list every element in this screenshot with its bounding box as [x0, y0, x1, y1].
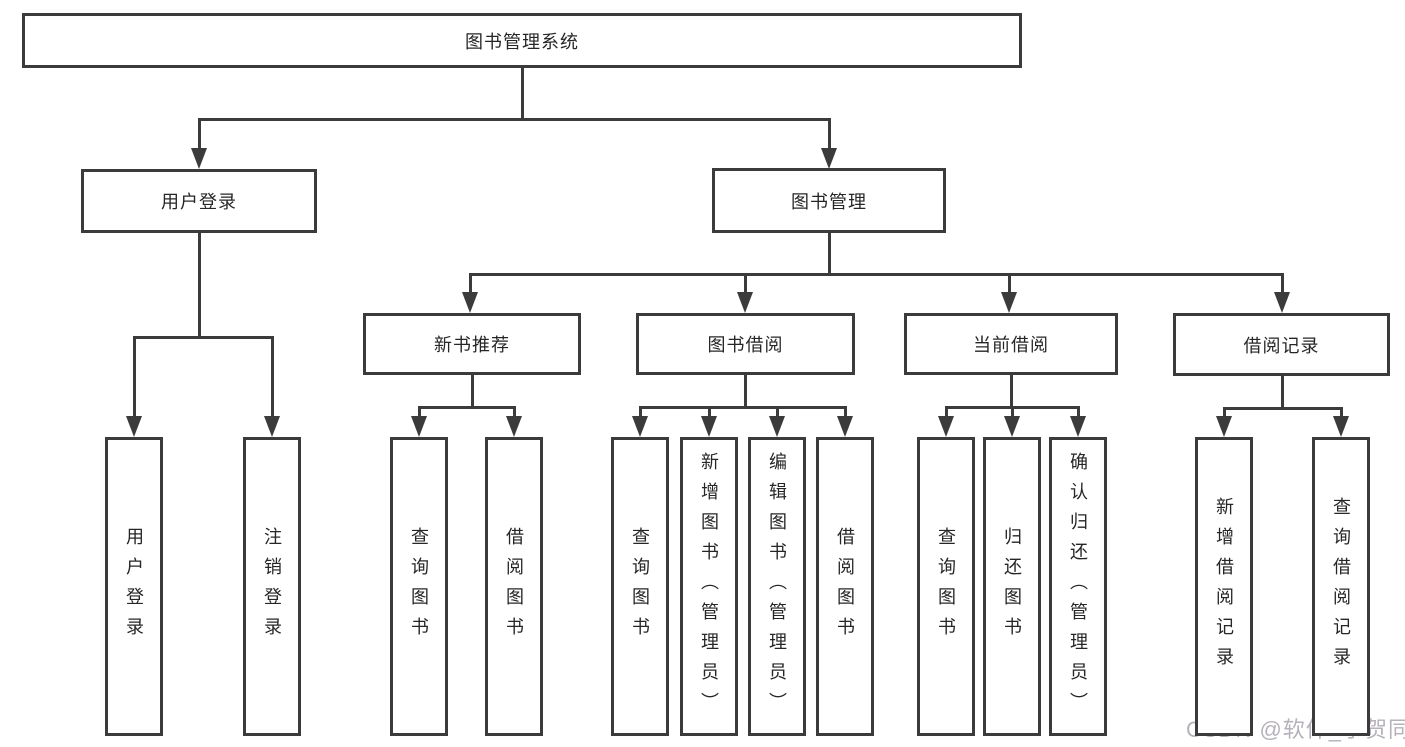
connector-drop-book-mgmt-3 [1280, 273, 1284, 296]
connector-drop-user-login-1 [270, 336, 274, 420]
node-new-book-rec: 新书推荐 [363, 313, 581, 375]
connector-stem-book-borrow [743, 375, 747, 409]
node-leaf-user-login: 用户登录 [105, 437, 163, 736]
node-leaf-query-book-1: 查询图书 [390, 437, 448, 736]
node-borrow-records: 借阅记录 [1173, 313, 1390, 376]
connector-drop-new-book-rec-0 [417, 406, 421, 420]
connector-stem-new-book-rec [470, 375, 474, 409]
arrow-down-icon [769, 416, 785, 437]
connector-drop-borrow-records-1 [1339, 407, 1343, 420]
node-current-borrow: 当前借阅 [904, 313, 1118, 375]
connector-stem-root [520, 68, 524, 121]
connector-drop-current-borrow-2 [1076, 406, 1080, 420]
arrow-down-icon [506, 416, 522, 437]
node-leaf-edit-book: 编辑图书（管理员） [748, 437, 806, 736]
arrow-down-icon [411, 416, 427, 437]
node-leaf-borrow-book-1: 借阅图书 [485, 437, 543, 736]
node-leaf-query-book-2: 查询图书 [611, 437, 669, 736]
arrow-down-icon [837, 416, 853, 437]
node-book-borrow: 图书借阅 [636, 313, 855, 375]
connector-drop-book-borrow-1 [707, 406, 711, 420]
arrow-down-icon [1001, 292, 1017, 313]
arrow-down-icon [1216, 416, 1232, 437]
connector-bar-user-login [132, 336, 274, 339]
arrow-down-icon [701, 416, 717, 437]
node-leaf-query-book-3: 查询图书 [917, 437, 975, 736]
connector-stem-book-mgmt [827, 233, 831, 276]
node-leaf-confirm-return: 确认归还（管理员） [1049, 437, 1107, 736]
connector-bar-borrow-records [1222, 407, 1343, 410]
connector-stem-user-login [197, 233, 201, 339]
arrow-down-icon [1004, 416, 1020, 437]
arrow-down-icon [737, 292, 753, 313]
connector-drop-current-borrow-1 [1010, 406, 1014, 420]
node-leaf-borrow-book-2: 借阅图书 [816, 437, 874, 736]
connector-drop-book-borrow-3 [843, 406, 847, 420]
connector-drop-book-mgmt-0 [468, 273, 472, 296]
arrow-down-icon [126, 416, 142, 437]
node-user-login: 用户登录 [81, 169, 317, 233]
connector-drop-book-borrow-0 [638, 406, 642, 420]
connector-drop-new-book-rec-1 [512, 406, 516, 420]
connector-stem-current-borrow [1009, 375, 1013, 409]
node-leaf-add-book: 新增图书（管理员） [680, 437, 738, 736]
arrow-down-icon [1070, 416, 1086, 437]
node-root: 图书管理系统 [22, 13, 1022, 68]
arrow-down-icon [632, 416, 648, 437]
arrow-down-icon [821, 148, 837, 169]
arrow-down-icon [191, 148, 207, 169]
connector-stem-borrow-records [1280, 376, 1284, 410]
node-leaf-return-book: 归还图书 [983, 437, 1041, 736]
connector-drop-book-mgmt-1 [743, 273, 747, 296]
node-leaf-query-borrow-record: 查询借阅记录 [1312, 437, 1370, 736]
arrow-down-icon [462, 292, 478, 313]
connector-drop-root-0 [197, 118, 201, 152]
node-leaf-logout: 注销登录 [243, 437, 301, 736]
connector-drop-book-mgmt-2 [1007, 273, 1011, 296]
arrow-down-icon [938, 416, 954, 437]
connector-bar-root [197, 118, 831, 121]
arrow-down-icon [1333, 416, 1349, 437]
connector-bar-book-mgmt [468, 273, 1284, 276]
arrow-down-icon [264, 416, 280, 437]
connector-drop-current-borrow-0 [944, 406, 948, 420]
connector-drop-user-login-0 [132, 336, 136, 420]
connector-bar-new-book-rec [417, 406, 516, 409]
node-leaf-add-borrow-record: 新增借阅记录 [1195, 437, 1253, 736]
arrow-down-icon [1274, 292, 1290, 313]
node-book-mgmt: 图书管理 [712, 168, 946, 233]
connector-drop-book-borrow-2 [775, 406, 779, 420]
connector-drop-root-1 [827, 118, 831, 152]
connector-drop-borrow-records-0 [1222, 407, 1226, 420]
connector-bar-book-borrow [638, 406, 847, 409]
